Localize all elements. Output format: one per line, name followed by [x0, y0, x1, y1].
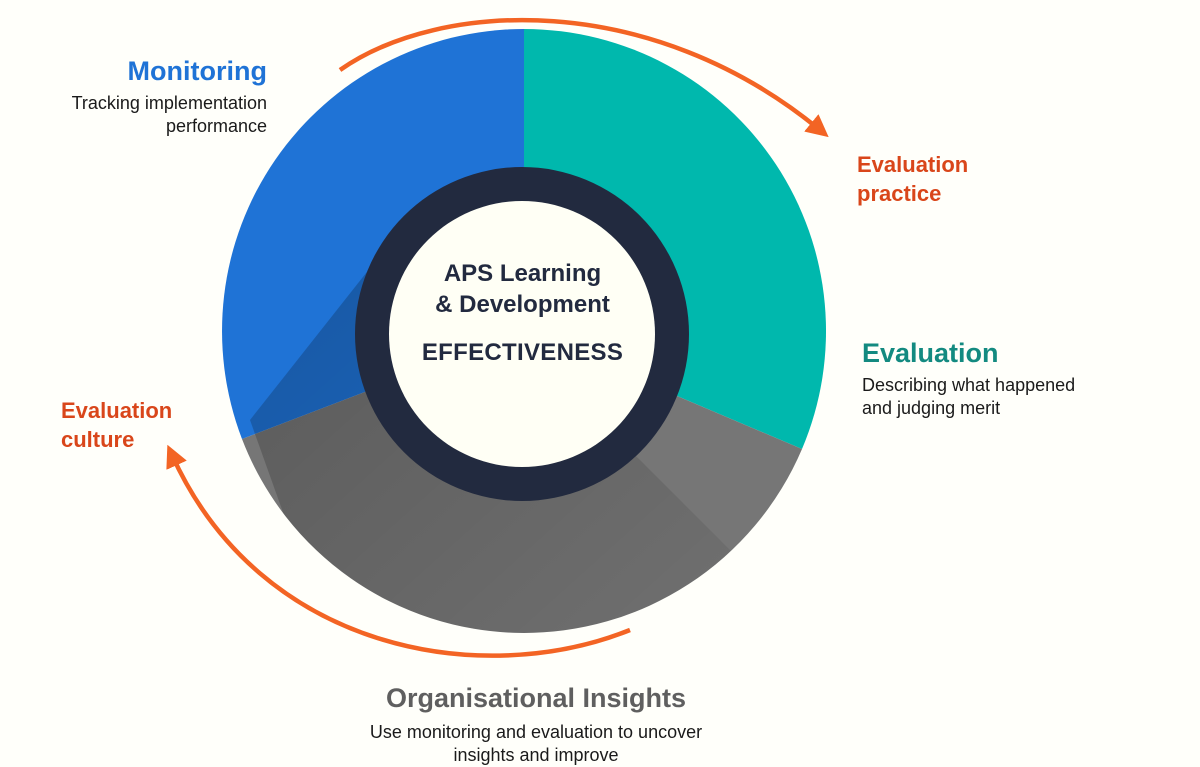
monitoring-desc-2: performance	[165, 116, 267, 136]
evaluation-desc-2: and judging merit	[862, 398, 1001, 418]
evaluation-practice-line-2: practice	[857, 181, 942, 206]
evaluation-title: Evaluation	[862, 338, 999, 368]
evaluation-desc-1: Describing what happened	[862, 375, 1076, 395]
center-line-3: EFFECTIVENESS	[421, 339, 624, 366]
evaluation-culture-label: Evaluation culture	[61, 396, 172, 454]
insights-desc-2: insights and improve	[453, 745, 619, 765]
insights-title: Organisational Insights	[385, 683, 687, 713]
monitoring-title: Monitoring	[127, 56, 267, 86]
arrow-evaluation-practice	[338, 17, 829, 138]
center-line-1: APS Learning	[443, 260, 602, 287]
insights-desc-1: Use monitoring and evaluation to uncover	[369, 722, 703, 742]
evaluation-practice-line-1: Evaluation	[857, 152, 969, 177]
arrow-evaluation-culture	[166, 444, 631, 658]
center-disc	[389, 201, 655, 467]
organisational-insights-label: Organisational Insights Use monitoring a…	[286, 683, 786, 767]
evaluation-label: Evaluation Describing what happened and …	[862, 338, 1075, 420]
evaluation-practice-label: Evaluation practice	[857, 150, 968, 208]
monitoring-desc-1: Tracking implementation	[71, 93, 267, 113]
center-label: APS Learning & Development EFFECTIVENESS	[395, 258, 650, 368]
center-line-2: & Development	[435, 291, 610, 318]
evaluation-culture-line-2: culture	[61, 427, 135, 452]
evaluation-culture-line-1: Evaluation	[61, 398, 173, 423]
monitoring-label: Monitoring Tracking implementation perfo…	[40, 56, 267, 138]
